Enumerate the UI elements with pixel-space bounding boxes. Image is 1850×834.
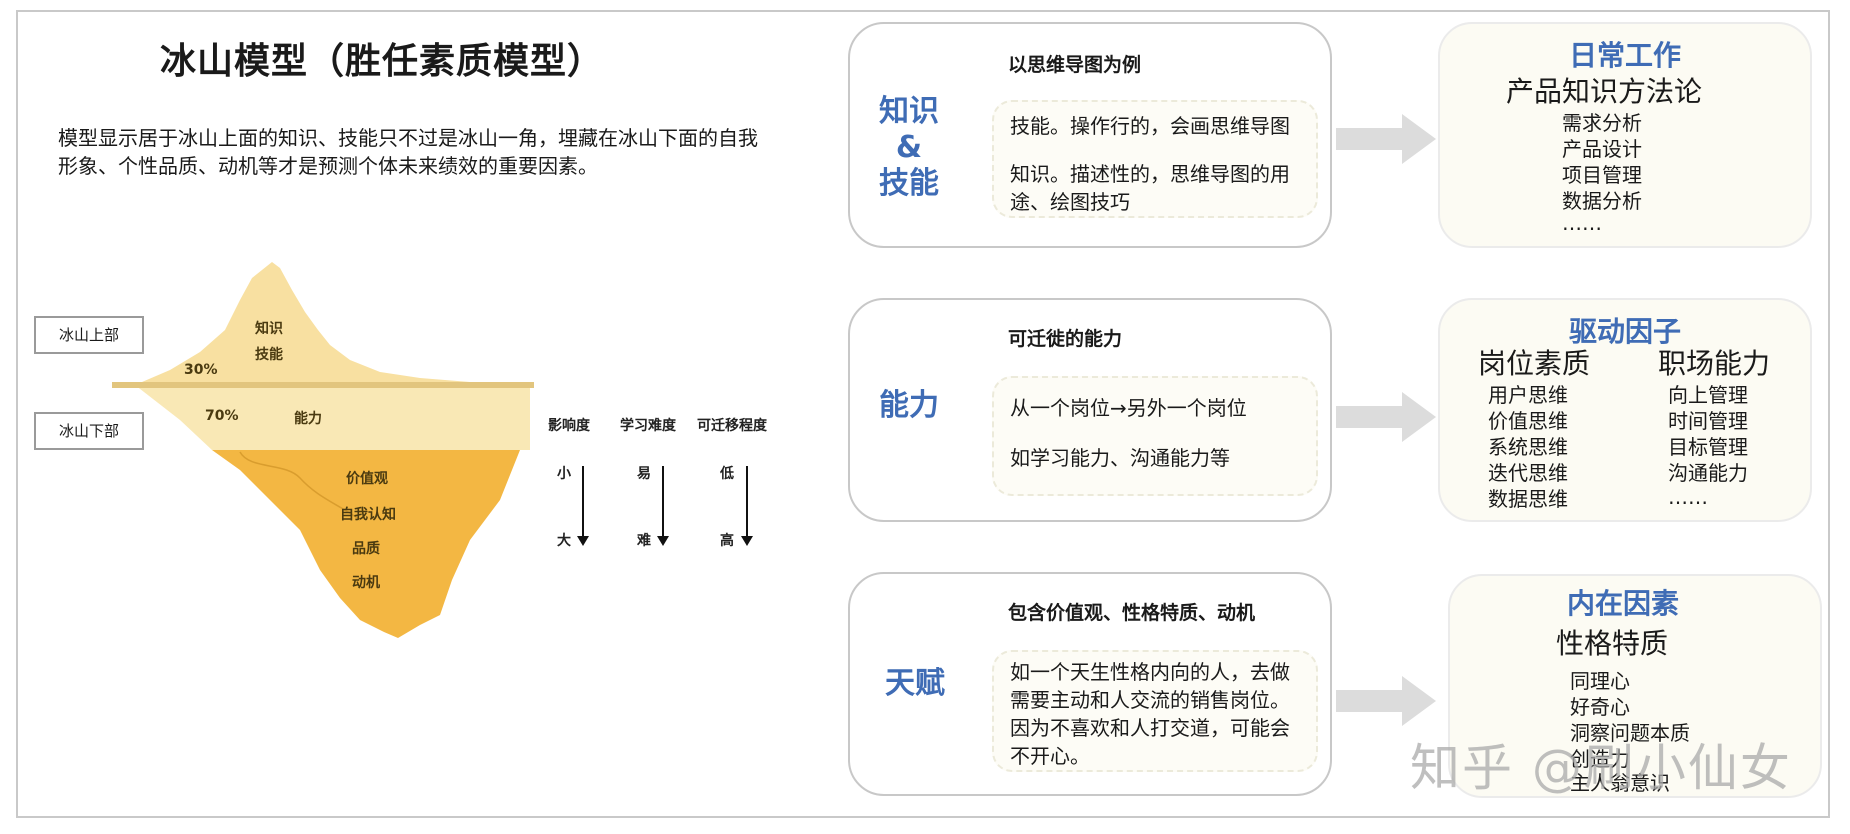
card-category: 天赋 (885, 666, 945, 701)
iceberg-item-values: 价值观 (346, 471, 388, 487)
result-card-item: 目标管理 (1668, 435, 1748, 459)
card-heading: 包含价值观、性格特质、动机 (1008, 602, 1256, 624)
scale-influence-top: 小 (557, 466, 571, 482)
above-percentage: 30% (184, 362, 218, 378)
scale-influence-arrow (582, 466, 584, 536)
diagram-frame (16, 10, 1830, 818)
result-card-item: 同理心 (1570, 669, 1630, 693)
result-card-col1-title: 岗位素质 (1478, 347, 1591, 380)
arrow-right-icon (1336, 114, 1436, 164)
result-card-item: 数据分析 (1562, 189, 1642, 213)
result-card-item: 好奇心 (1570, 695, 1630, 719)
iceberg-item-ability: 能力 (294, 411, 322, 427)
result-card-drivers: 驱动因子 岗位素质 职场能力 用户思维 价值思维 系统思维 迭代思维 数据思维 … (1438, 298, 1812, 522)
result-card-item: 时间管理 (1668, 409, 1748, 433)
result-card-item: 价值思维 (1488, 409, 1568, 433)
scale-influence-arrowhead (577, 536, 589, 546)
card-body: 如一个天生性格内向的人，去做需要主动和人交流的销售岗位。因为不喜欢和人打交道，可… (992, 650, 1318, 772)
card-body-line: 如一个天生性格内向的人，去做需要主动和人交流的销售岗位。因为不喜欢和人打交道，可… (1010, 660, 1290, 768)
below-percentage: 70% (205, 408, 239, 424)
scale-transfer-top: 低 (720, 466, 734, 482)
scale-difficulty-arrowhead (657, 536, 669, 546)
iceberg-deep-part (212, 450, 520, 638)
result-card-item: 项目管理 (1562, 163, 1642, 187)
scale-header-transferability: 可迁移程度 (697, 418, 767, 434)
scale-header-difficulty: 学习难度 (620, 418, 676, 434)
scale-header-influence: 影响度 (548, 418, 590, 434)
result-card-item: 向上管理 (1668, 383, 1748, 407)
iceberg-item-skill: 技能 (255, 347, 283, 363)
result-card-daily-work: 日常工作 产品知识方法论 需求分析 产品设计 项目管理 数据分析 …… (1438, 22, 1812, 248)
card-body-line: 技能。操作行的，会画思维导图 (1010, 114, 1290, 138)
card-ability: 能力 可迁徙的能力 从一个岗位→另外一个岗位 如学习能力、沟通能力等 (848, 298, 1332, 522)
waterline (112, 382, 534, 388)
result-card-col2-title: 职场能力 (1658, 347, 1771, 380)
page-title: 冰山模型（胜任素质模型） (160, 41, 605, 82)
scale-transfer-arrow (746, 466, 748, 536)
card-body-line: 如学习能力、沟通能力等 (1010, 446, 1230, 470)
iceberg-item-motive: 动机 (352, 575, 380, 591)
iceberg-item-quality: 品质 (352, 541, 380, 557)
card-knowledge-skill: 知识 & 技能 以思维导图为例 技能。操作行的，会画思维导图 知识。描述性的，思… (848, 22, 1332, 248)
result-card-item: …… (1668, 485, 1708, 509)
result-card-subtitle: 性格特质 (1556, 627, 1669, 660)
scale-difficulty-top: 易 (637, 466, 651, 482)
result-card-subtitle: 产品知识方法论 (1506, 75, 1703, 108)
result-card-item: 产品设计 (1562, 137, 1642, 161)
arrow-right-icon (1336, 676, 1436, 726)
iceberg-mid-part (135, 385, 530, 450)
result-card-item: 用户思维 (1488, 383, 1568, 407)
result-card-item: 洞察问题本质 (1570, 721, 1690, 745)
card-category: 知识 & 技能 (879, 94, 939, 201)
card-category: 能力 (879, 388, 939, 423)
result-card-item: …… (1562, 211, 1602, 235)
card-body-line: 从一个岗位→另外一个岗位 (1010, 396, 1247, 420)
model-description: 模型显示居于冰山上面的知识、技能只不过是冰山一角，埋藏在冰山下面的自我形象、个性… (58, 126, 758, 178)
above-water-box: 冰山上部 (34, 316, 144, 354)
result-card-item: 创造力 (1570, 747, 1630, 771)
arrow-right-icon (1336, 392, 1436, 442)
card-body: 技能。操作行的，会画思维导图 知识。描述性的，思维导图的用途、绘图技巧 (992, 100, 1318, 218)
result-card-item: 沟通能力 (1668, 461, 1748, 485)
result-card-item: 数据思维 (1488, 487, 1568, 511)
iceberg-contour (239, 451, 361, 521)
card-talent: 天赋 包含价值观、性格特质、动机 如一个天生性格内向的人，去做需要主动和人交流的… (848, 572, 1332, 796)
result-card-item: 迭代思维 (1488, 461, 1568, 485)
watermark: 知乎 @刷小仙女 (1410, 739, 1792, 797)
iceberg-item-self-image: 自我认知 (340, 507, 396, 523)
scale-influence-bottom: 大 (557, 533, 571, 549)
scale-transfer-bottom: 高 (720, 533, 734, 549)
iceberg-item-knowledge: 知识 (255, 321, 283, 337)
result-card-item: 系统思维 (1488, 435, 1568, 459)
scale-difficulty-bottom: 难 (637, 533, 651, 549)
result-card-title: 驱动因子 (1568, 315, 1681, 348)
card-body-line: 知识。描述性的，思维导图的用途、绘图技巧 (1010, 162, 1290, 214)
scale-transfer-arrowhead (741, 536, 753, 546)
result-card-item: 需求分析 (1562, 111, 1642, 135)
card-heading: 以思维导图为例 (1008, 54, 1142, 76)
iceberg-tip (135, 262, 530, 385)
card-body: 从一个岗位→另外一个岗位 如学习能力、沟通能力等 (992, 376, 1318, 496)
scale-difficulty-arrow (662, 466, 664, 536)
card-heading: 可迁徙的能力 (1008, 328, 1123, 350)
result-card-title: 内在因素 (1566, 587, 1679, 620)
result-card-intrinsic: 内在因素 性格特质 同理心 好奇心 洞察问题本质 创造力 主人翁意识 (1448, 574, 1822, 798)
result-card-title: 日常工作 (1568, 39, 1681, 72)
below-water-box: 冰山下部 (34, 412, 144, 450)
result-card-item: 主人翁意识 (1570, 771, 1670, 795)
